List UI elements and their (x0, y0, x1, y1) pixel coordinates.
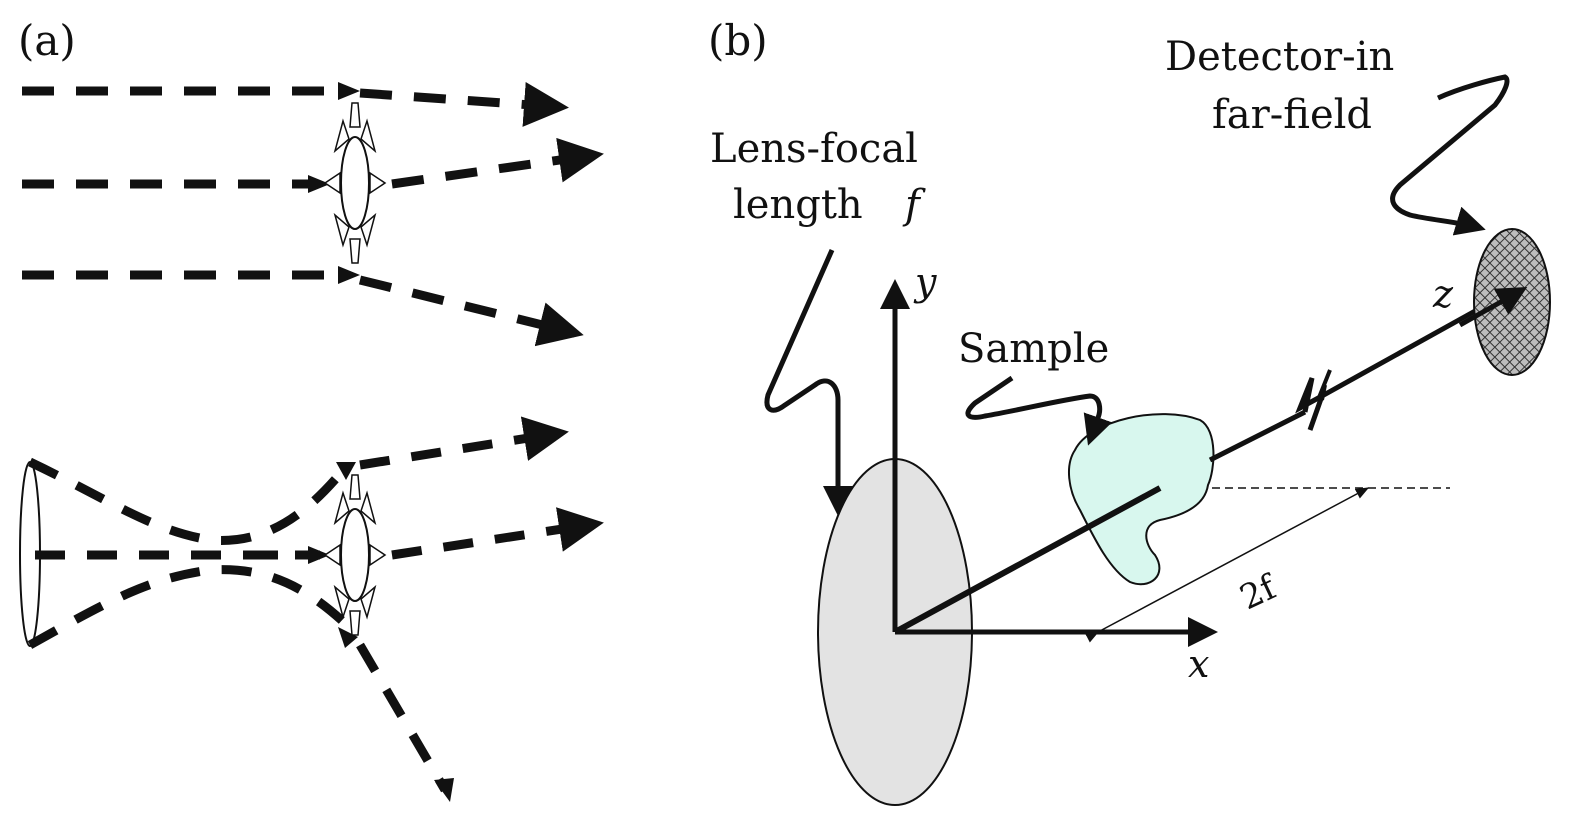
panel-a: (a) (18, 16, 604, 802)
plane-wave-diagram (22, 82, 604, 347)
focused-beam-diagram (19, 416, 604, 802)
y-axis-label: y (913, 260, 937, 304)
detector-pointer-arrow (1390, 74, 1510, 236)
z-axis-mid (1208, 409, 1307, 463)
arrowhead-icon (338, 266, 360, 284)
arrowhead-icon (338, 82, 360, 100)
converging-ray-upper (28, 457, 349, 545)
lens-focal-symbol: f (902, 182, 926, 228)
detector-annotation-line1: Detector-in (1165, 34, 1394, 80)
axis-break-icon (1295, 377, 1327, 431)
scattered-ray-center (391, 507, 604, 560)
x-axis-label: x (1188, 642, 1209, 686)
arrowhead-icon (338, 627, 358, 648)
sample-pointer-arrow (965, 375, 1113, 446)
panel-a-label: (a) (18, 16, 76, 65)
distance-2f-label: 2f (1234, 567, 1284, 619)
lens-annotation-line2: length (733, 182, 863, 228)
scattered-ray-bottom (358, 275, 584, 347)
detector-annotation-line2: far-field (1212, 92, 1372, 138)
arrowhead-icon (308, 546, 330, 564)
lens-annotation-line1: Lens-focal (710, 126, 918, 172)
incident-arrowheads-top (308, 82, 360, 284)
sample-annotation: Sample (958, 326, 1109, 372)
arrowhead-icon (336, 462, 356, 480)
scattered-ray-upper (359, 416, 569, 470)
scattered-ray-middle (391, 137, 604, 189)
arrowhead-icon (308, 175, 330, 193)
scattering-particle-icon (324, 102, 386, 264)
arrowhead-icon (434, 778, 454, 802)
scattered-ray-top (359, 82, 569, 127)
detector-icon (1473, 228, 1551, 376)
scattered-ray-lower (356, 642, 449, 793)
distance-2f-line (1084, 487, 1370, 643)
panel-b-label: (b) (708, 16, 768, 65)
panel-b: (b) Lens-focal length f Sample Detec (708, 16, 1551, 806)
z-axis-label: z (1432, 272, 1454, 316)
lens-pointer-arrow (764, 248, 853, 516)
converging-ray-lower (27, 565, 354, 649)
